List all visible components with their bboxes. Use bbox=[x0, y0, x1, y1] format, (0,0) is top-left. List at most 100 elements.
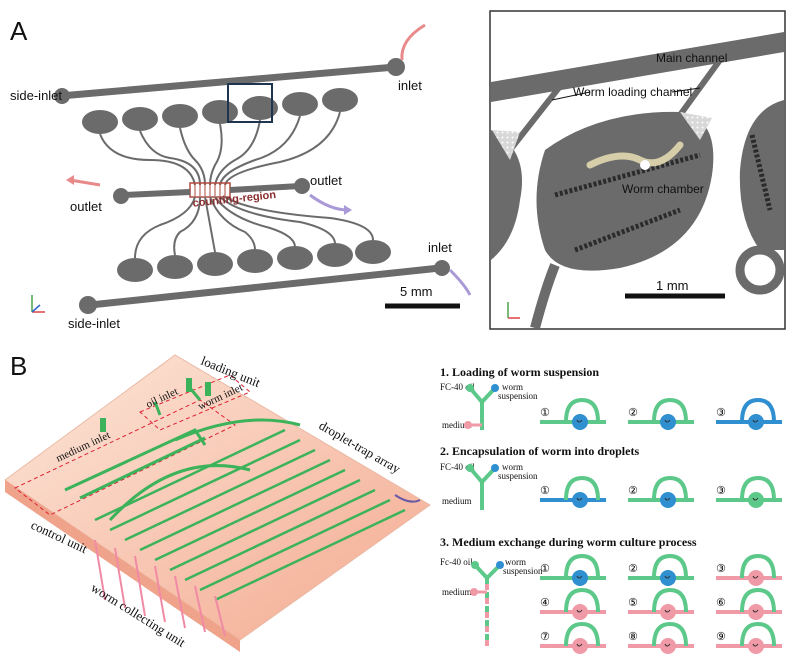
step-number: ② bbox=[628, 562, 638, 575]
label-outlet-right: outlet bbox=[310, 173, 342, 188]
panel-b-device: B bbox=[4, 351, 431, 652]
axes-icon bbox=[31, 295, 45, 313]
top-main-channel bbox=[59, 63, 396, 100]
trap-bypass bbox=[740, 475, 776, 501]
outlet-left-channel bbox=[124, 189, 191, 198]
trap-bypass bbox=[740, 397, 776, 423]
inlet-bottom-port bbox=[434, 260, 450, 276]
trap-bypass bbox=[564, 587, 600, 613]
panel-b-steps: 1. Loading of worm suspension FC-40 oil … bbox=[440, 365, 782, 654]
right-trap-dots bbox=[680, 112, 712, 140]
trap-bypass bbox=[740, 587, 776, 613]
step1-worm: worm bbox=[502, 382, 523, 392]
panel-a: A bbox=[10, 16, 472, 331]
trap-bypass bbox=[652, 397, 688, 423]
step2-suspension: suspension bbox=[498, 471, 538, 481]
step1-traps: ① ② ③ bbox=[540, 397, 782, 430]
left-partial-chamber bbox=[491, 130, 523, 260]
pointer-right bbox=[671, 87, 701, 93]
worm-mark bbox=[664, 609, 671, 613]
oil-inlet-port bbox=[186, 378, 192, 392]
droplet-trap: ① bbox=[540, 553, 606, 586]
step-number: ③ bbox=[716, 484, 726, 497]
outlet-left-port bbox=[113, 188, 129, 204]
step-number: ② bbox=[628, 406, 638, 419]
step1-medium: medium bbox=[442, 420, 472, 430]
step-number: ① bbox=[540, 406, 550, 419]
side-inlet-bottom-port bbox=[79, 296, 97, 314]
worm-mark bbox=[752, 497, 759, 501]
loading-unit-box bbox=[139, 374, 251, 431]
worm-mark bbox=[664, 497, 671, 501]
step2-worm: worm bbox=[502, 462, 523, 472]
step-number: ① bbox=[540, 484, 550, 497]
step-number: ③ bbox=[716, 406, 726, 419]
droplet-trap: ⑥ bbox=[716, 587, 782, 620]
label-worm-chamber: Worm chamber bbox=[622, 182, 704, 196]
outlet-right-channel bbox=[229, 183, 301, 193]
trap-array-columns bbox=[94, 428, 406, 602]
barrier-upper bbox=[554, 152, 701, 198]
barrier-lower bbox=[574, 207, 681, 253]
chamber-outlet-channel bbox=[530, 263, 560, 328]
trap-bypass bbox=[652, 587, 688, 613]
worm-shape bbox=[586, 141, 684, 169]
worm-mark bbox=[576, 575, 583, 579]
outlet-tube-right bbox=[394, 494, 421, 503]
droplet-trap: ⑧ bbox=[628, 621, 694, 654]
droplet-trap: ③ bbox=[716, 475, 782, 508]
trap-bypass bbox=[564, 621, 600, 647]
inlet-top-arrow bbox=[400, 23, 426, 61]
panel-b-letter: B bbox=[10, 351, 27, 381]
trap-bypass bbox=[740, 621, 776, 647]
top-chamber-row bbox=[82, 88, 358, 134]
step1-junction bbox=[464, 384, 499, 430]
droplet-trap: ④ bbox=[540, 587, 606, 620]
droplet-trap: ② bbox=[628, 397, 694, 430]
control-unit-box bbox=[14, 399, 236, 516]
droplet-trap: ③ bbox=[716, 553, 782, 586]
outlet-right-port bbox=[294, 178, 310, 194]
trap-bypass bbox=[564, 475, 600, 501]
panel-a-zoom: Main channel Worm loading channel Worm c… bbox=[489, 10, 786, 330]
droplet-trap: ① bbox=[540, 397, 606, 430]
label-scale-right: 1 mm bbox=[656, 278, 689, 293]
pointer-left bbox=[551, 91, 591, 101]
outlet-right-arrowhead bbox=[344, 205, 352, 215]
step3-junction bbox=[470, 561, 504, 648]
trap-bypass bbox=[564, 397, 600, 423]
step3-suspension: suspension bbox=[503, 566, 543, 576]
label-inlet-top: inlet bbox=[398, 78, 422, 93]
step2-medium: medium bbox=[442, 496, 472, 506]
step-number: ④ bbox=[540, 596, 550, 609]
worm-mark bbox=[576, 497, 583, 501]
droplet-trap: ⑦ bbox=[540, 621, 606, 654]
step1-title: 1. Loading of worm suspension bbox=[440, 365, 599, 379]
step-number: ③ bbox=[716, 562, 726, 575]
pink-collecting-channels bbox=[94, 539, 226, 637]
worm-mark bbox=[752, 419, 759, 423]
worm-mark bbox=[664, 643, 671, 647]
left-trap-dots bbox=[492, 130, 520, 160]
trap-bypass bbox=[564, 553, 600, 579]
step2-oil: FC-40 oil bbox=[440, 462, 475, 472]
label-worm-loading-channel: Worm loading channel bbox=[573, 85, 692, 99]
outlet-left-arrowhead bbox=[66, 175, 74, 185]
right-loop bbox=[735, 245, 784, 295]
step1-suspension: suspension bbox=[498, 391, 538, 401]
droplet-trap: ⑤ bbox=[628, 587, 694, 620]
inlet-top-port bbox=[387, 58, 405, 76]
step1-oil: FC-40 oil bbox=[440, 382, 475, 392]
step3-oil: Fc-40 oil bbox=[440, 557, 473, 567]
step3-worm: worm bbox=[505, 557, 526, 567]
panel-a-letter: A bbox=[10, 16, 28, 46]
step-number: ⑥ bbox=[716, 596, 726, 609]
bottom-serpentine-channels bbox=[134, 196, 374, 259]
step-number: ⑤ bbox=[628, 596, 638, 609]
bottom-chamber-row bbox=[117, 240, 391, 282]
step-number: ⑦ bbox=[540, 630, 550, 643]
chamber-hole bbox=[640, 160, 650, 170]
trap-bypass bbox=[740, 553, 776, 579]
